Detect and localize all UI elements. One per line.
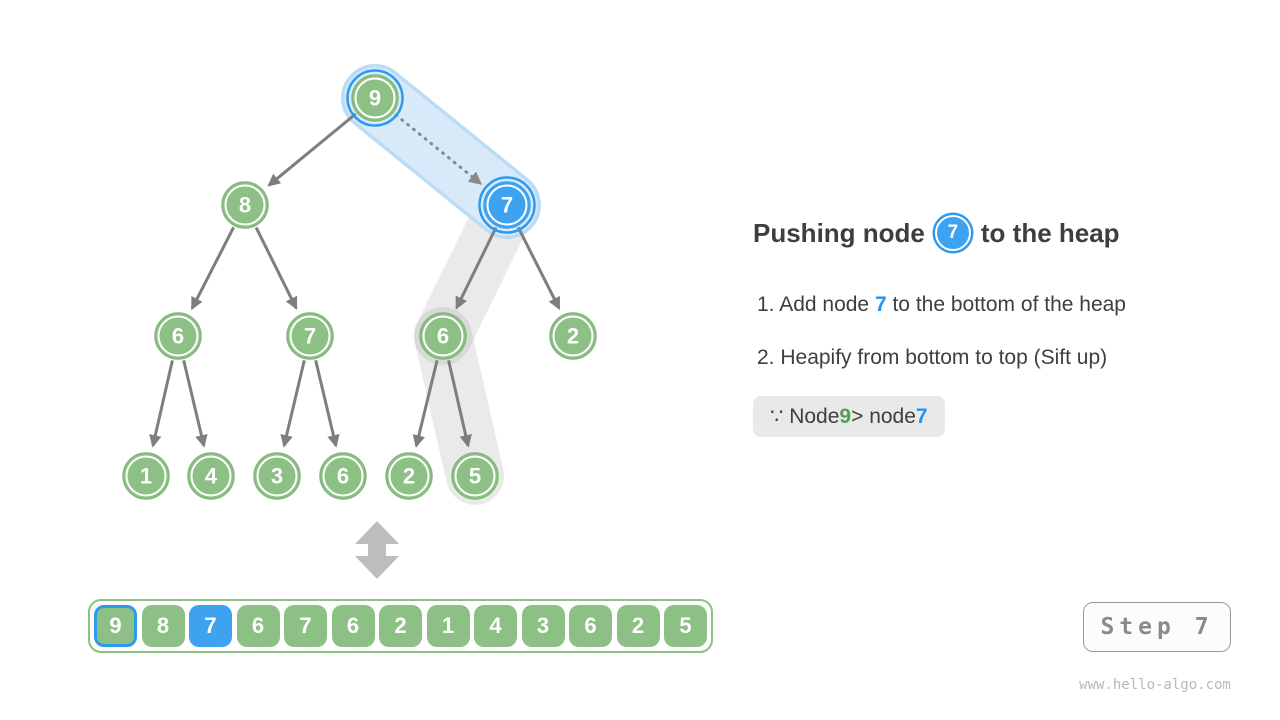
svg-text:2: 2 [403,464,415,489]
array-cell: 6 [331,605,375,647]
tree-node: 6 [319,452,367,500]
panel-title: Pushing node 7 to the heap [753,212,1120,254]
step-1-text-post: to the bottom of the heap [886,293,1126,316]
svg-text:8: 8 [239,193,251,218]
note-blue-value: 7 [915,404,928,428]
array-cell: 7 [284,605,327,647]
array-cell: 7 [189,605,232,647]
tree-node: 8 [221,181,269,229]
array-cell: 3 [521,605,565,647]
title-prefix: Pushing node [753,217,925,248]
tree-node: 2 [385,452,433,500]
array-cell: 8 [141,605,185,647]
svg-text:5: 5 [469,464,481,489]
step-badge: Step 7 [1083,602,1231,652]
instruction-step-2: 2. Heapify from bottom to top (Sift up) [757,346,1107,370]
tree-node: 4 [187,452,235,500]
array-cell: 4 [474,605,517,647]
tree-edges [149,112,561,448]
svg-text:6: 6 [437,324,449,349]
tree-node: 7 [286,312,334,360]
heap-tree-canvas: 9 8 7 6 7 6 2 1 [122,64,597,579]
instruction-step-1: 1. Add node 7 to the bottom of the heap [757,293,1126,317]
array-cell: 2 [379,605,422,647]
tree-node-pushed: 7 [478,176,536,234]
up-down-arrow-icon [355,521,399,579]
note-mid-text: > node [851,404,916,428]
step-1-text: 1. Add node [757,293,875,316]
svg-text:7: 7 [501,193,513,218]
reason-note: ∵ Node 9 > node 7 [753,396,945,437]
array-cell: 6 [236,605,280,647]
array-cell: 2 [616,605,660,647]
svg-text:4: 4 [205,464,218,489]
tree-node: 6 [419,312,467,360]
tree-node: 1 [122,452,170,500]
svg-text:3: 3 [271,464,283,489]
compare-dotted-arrow [394,113,483,186]
title-node-badge: 7 [934,215,971,251]
array-cell: 6 [569,605,612,647]
tree-node: 2 [549,312,597,360]
array-cell: 1 [426,605,470,647]
svg-text:6: 6 [172,324,184,349]
svg-text:6: 6 [337,464,349,489]
watermark: www.hello-algo.com [1079,677,1231,693]
array-cell: 5 [664,605,707,647]
tree-node: 3 [253,452,301,500]
tree-node: 9 [346,69,404,127]
svg-text:9: 9 [369,86,381,111]
svg-text:2: 2 [567,324,579,349]
step-1-highlight: 7 [874,293,887,316]
heap-array: 9 8 7 6 7 6 2 1 4 3 6 2 5 [88,599,713,653]
step-2-text: 2. Heapify from bottom to top (Sift up) [757,346,1108,369]
compare-pair-highlight [341,64,541,239]
tree-node: 6 [154,312,202,360]
tree-node: 5 [451,452,499,500]
array-cell: 9 [94,605,137,647]
svg-text:7: 7 [304,324,316,349]
title-suffix: to the heap [980,217,1120,248]
note-because-text: ∵ Node [770,405,840,428]
svg-text:1: 1 [140,464,152,489]
note-green-value: 9 [839,404,852,428]
